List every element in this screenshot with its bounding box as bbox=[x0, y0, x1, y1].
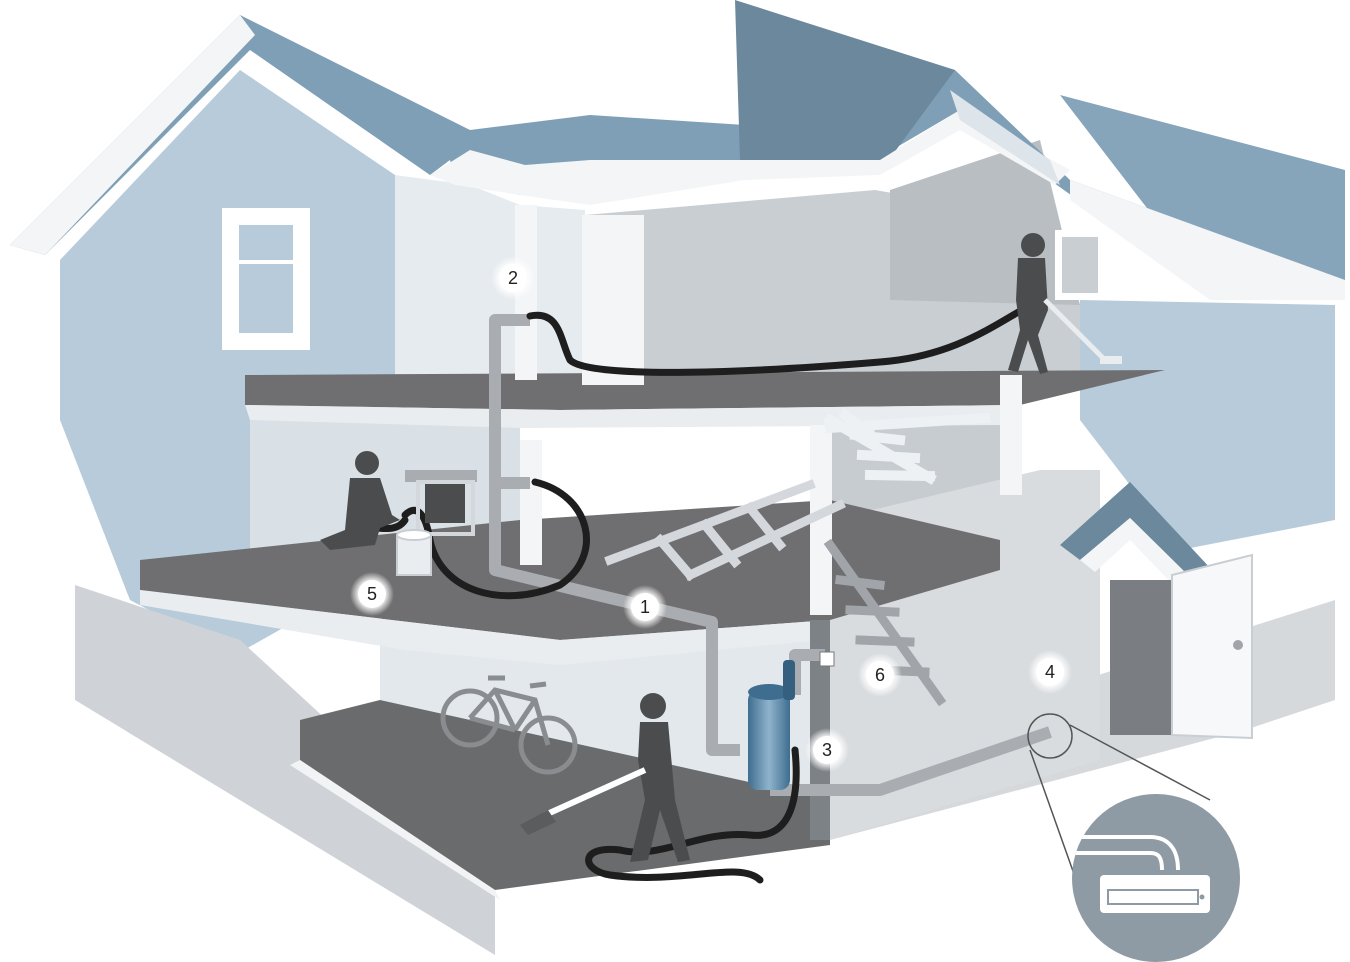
callout-5-label: 5 bbox=[367, 584, 377, 604]
callout-1-label: 1 bbox=[640, 597, 650, 617]
callout-1: 1 bbox=[623, 585, 667, 629]
vacuum-canister bbox=[748, 690, 790, 790]
callout-3-label: 3 bbox=[822, 740, 832, 760]
middle-post bbox=[520, 440, 542, 565]
upper-post-middle bbox=[582, 215, 644, 385]
callout-2-label: 2 bbox=[508, 268, 518, 288]
ash-bucket bbox=[397, 530, 431, 575]
callout-4-label: 4 bbox=[1045, 662, 1055, 682]
upper-floor bbox=[245, 370, 1165, 410]
door-knob[interactable] bbox=[1233, 640, 1243, 650]
callout-5: 5 bbox=[350, 572, 394, 616]
upper-right-window bbox=[1055, 230, 1105, 300]
upper-post-right bbox=[1000, 375, 1022, 495]
callout-6: 6 bbox=[858, 653, 902, 697]
callout-2: 2 bbox=[491, 256, 535, 300]
vacuum-motor bbox=[783, 660, 795, 700]
left-window bbox=[222, 208, 310, 350]
callout-4: 4 bbox=[1028, 650, 1072, 694]
wall-inlet-6[interactable] bbox=[820, 652, 834, 666]
callout-3: 3 bbox=[805, 728, 849, 772]
callout-6-label: 6 bbox=[875, 665, 885, 685]
doorway bbox=[1110, 580, 1175, 735]
